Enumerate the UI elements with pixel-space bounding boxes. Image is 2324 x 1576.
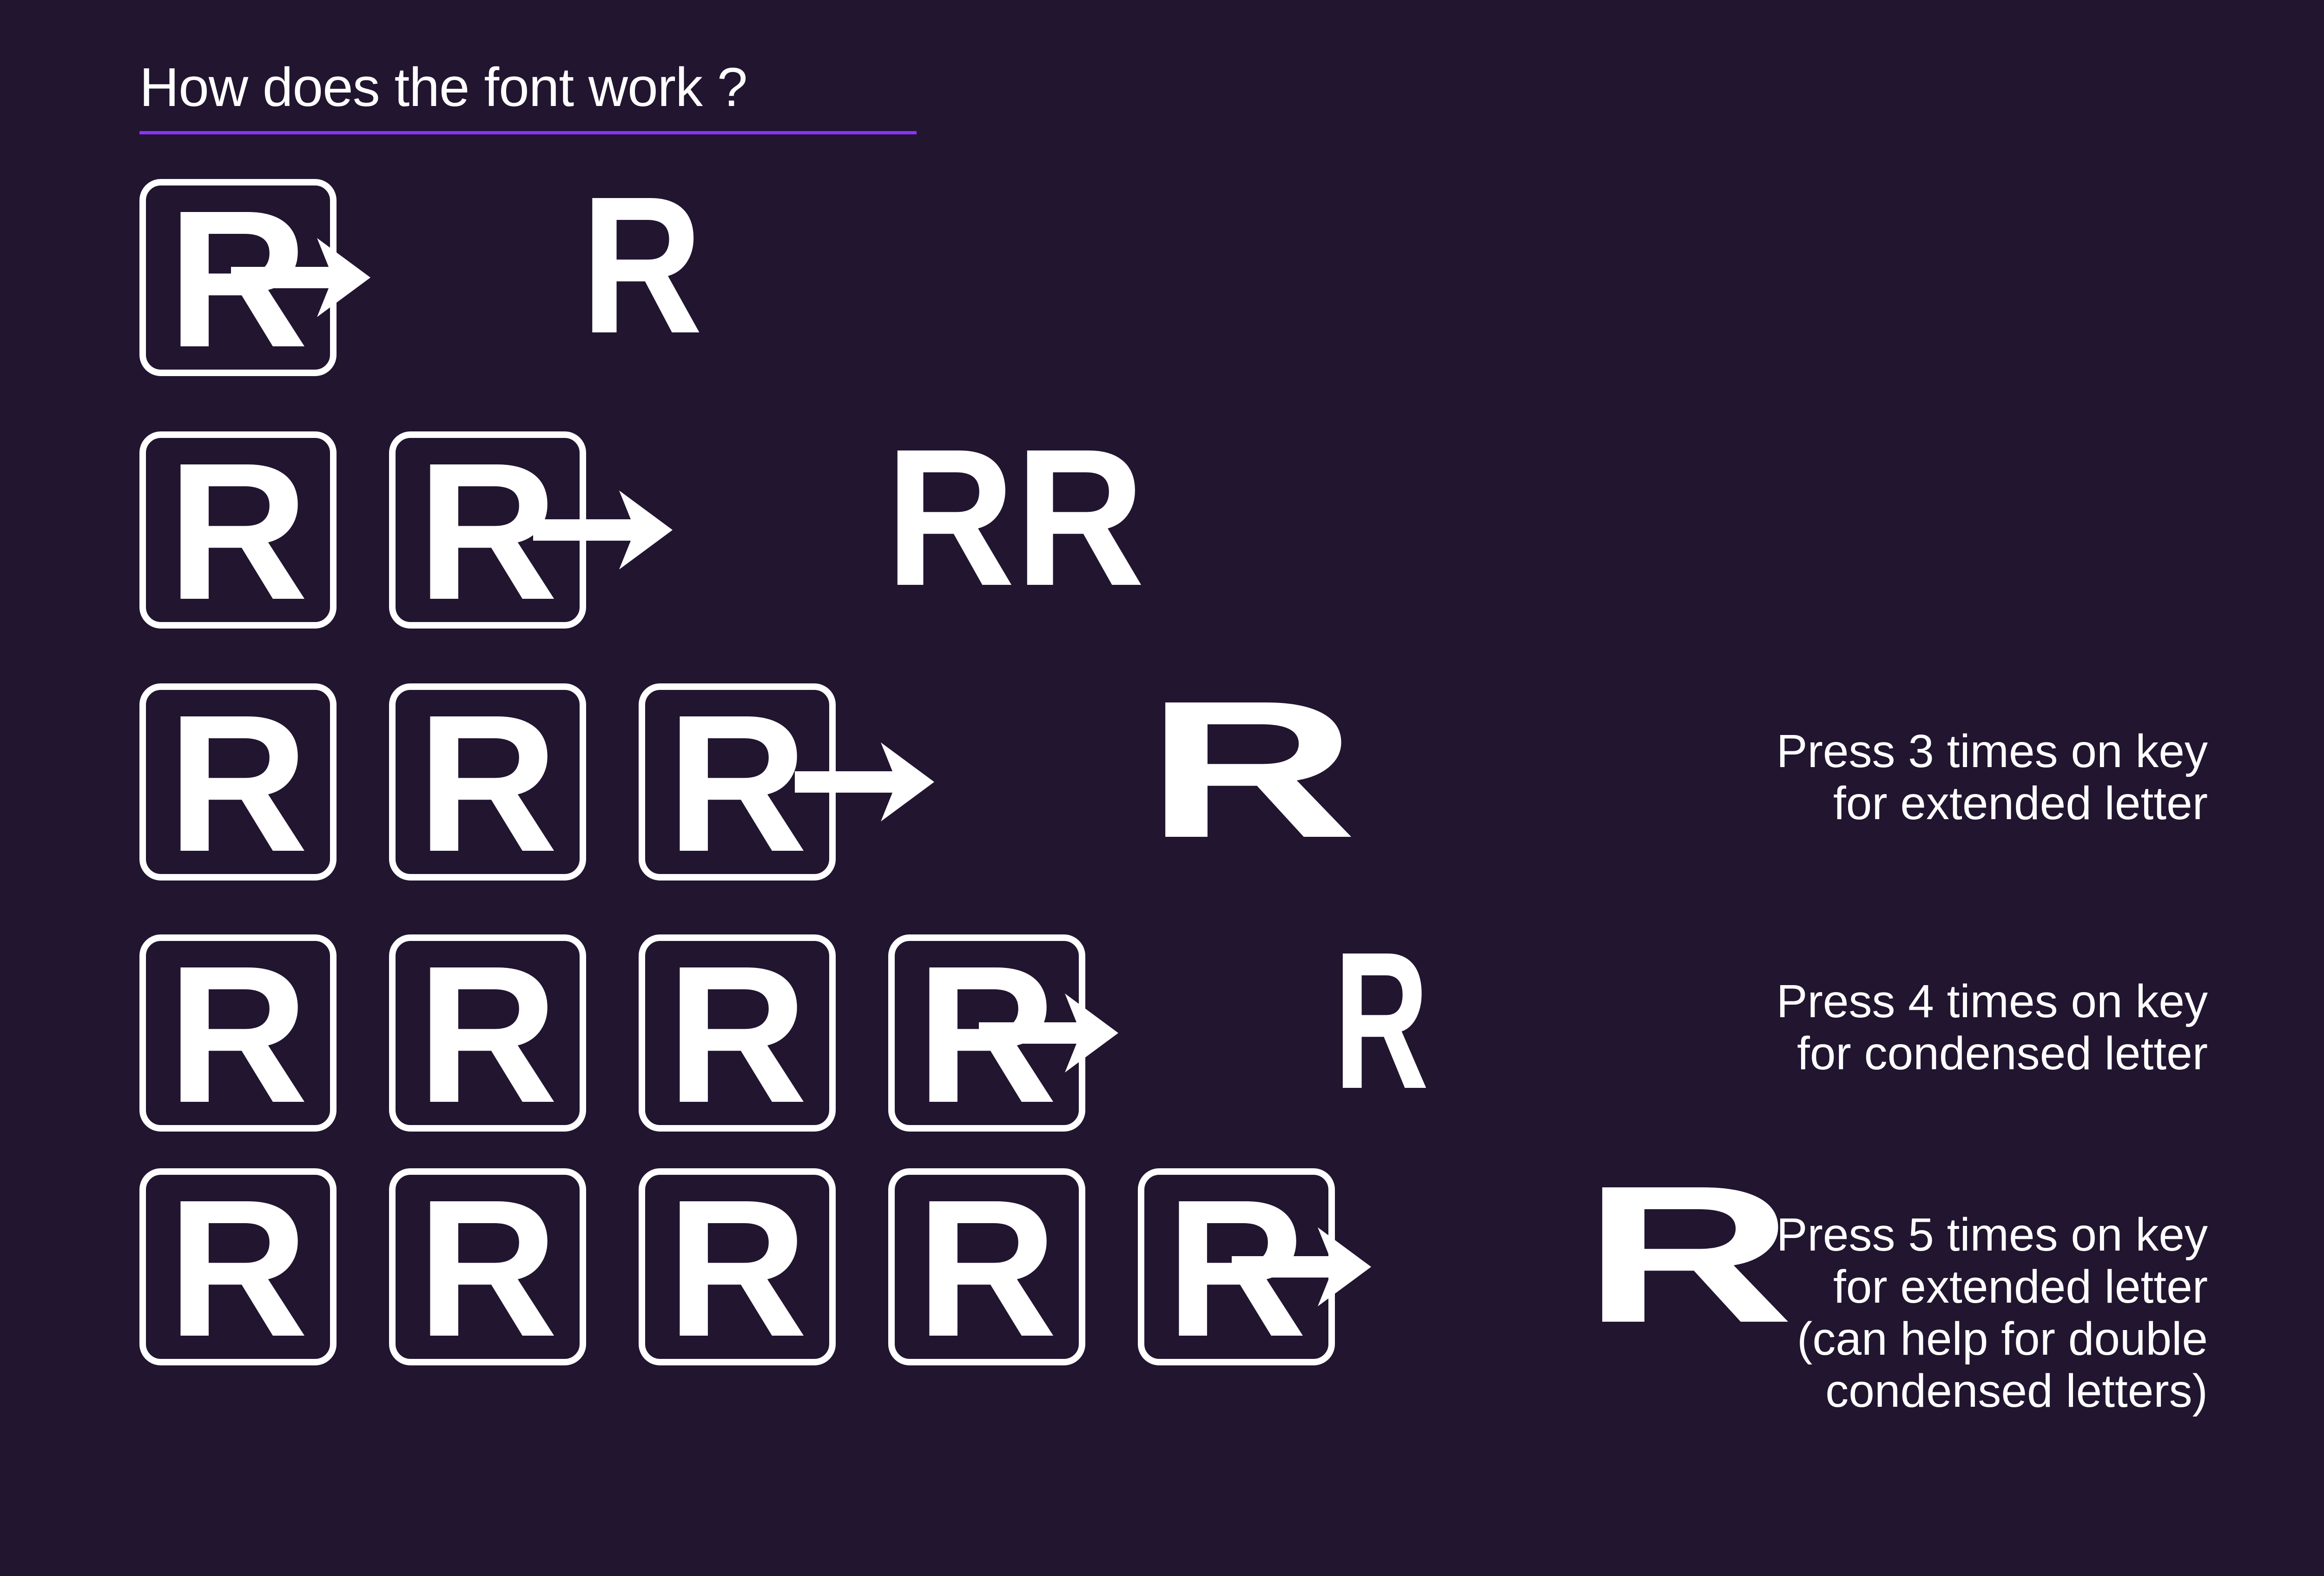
result-text: R — [1334, 934, 1429, 1130]
example-row: RR — [139, 179, 1673, 377]
keycap: R — [139, 1159, 337, 1377]
keycap: R — [389, 1159, 586, 1377]
keycap-letter: R — [167, 675, 309, 893]
result-letter-extended: R — [1146, 683, 1357, 879]
keycap-letter: R — [167, 1159, 309, 1377]
keycap: R — [139, 683, 337, 881]
note-line: Press 4 times on key — [1776, 975, 2208, 1027]
result-text: RR — [885, 431, 1145, 627]
result-letter-normal: R — [581, 179, 703, 374]
keycap-letter: R — [667, 926, 808, 1144]
keycap: R — [639, 1159, 836, 1377]
keycap-letter: R — [667, 675, 808, 893]
arrow-right-icon — [533, 490, 673, 569]
keycap-letter: R — [167, 423, 309, 641]
keycap: R — [888, 1159, 1085, 1377]
note-line: for extended letter — [1833, 1261, 2208, 1313]
keycap-letter: R — [916, 1159, 1057, 1377]
arrow-right-icon — [231, 238, 370, 317]
keycap-letter: R — [417, 926, 558, 1144]
arrow-right-icon — [1232, 1227, 1371, 1306]
keycap-letter: R — [667, 1159, 808, 1377]
result-letter-condensed: R — [1334, 934, 1429, 1130]
title-underline — [139, 131, 917, 134]
note-line: for extended letter — [1833, 777, 2208, 829]
arrow-right-icon — [979, 993, 1118, 1073]
arrow-right-icon — [795, 742, 934, 821]
note-line: for condensed letter — [1797, 1027, 2208, 1079]
keycap-letter: R — [417, 1159, 558, 1377]
keycap: R — [639, 683, 836, 881]
keycap-letter: R — [417, 675, 558, 893]
keycap: R — [389, 934, 586, 1132]
result-letter-normal: RR — [885, 431, 1145, 627]
result-text: R — [1146, 683, 1357, 879]
keycap: R — [139, 934, 337, 1132]
result-text: R — [581, 179, 703, 374]
result-text: R — [1583, 1168, 1794, 1364]
note-line: Press 3 times on key — [1776, 725, 2208, 777]
keycap-letter: R — [167, 926, 309, 1144]
page-title: How does the font work ? — [139, 57, 747, 118]
keycap: R — [139, 431, 337, 629]
result-letter-extended: R — [1583, 1168, 1794, 1364]
note-line: (can help for double — [1797, 1313, 2208, 1365]
keycap: R — [639, 934, 836, 1132]
keycap: R — [389, 683, 586, 881]
note-line: Press 5 times on key — [1776, 1209, 2208, 1261]
note-line: condensed letters) — [1825, 1365, 2208, 1417]
